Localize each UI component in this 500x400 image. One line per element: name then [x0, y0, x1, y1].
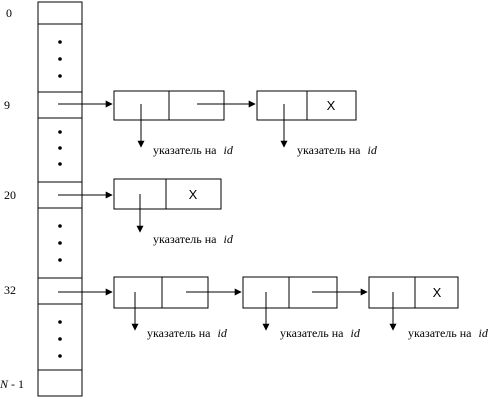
table-cell-first [37, 1, 83, 25]
chain-20: X указатель на id [58, 178, 234, 246]
ellipsis-dots-2 [58, 130, 62, 166]
pointer-label: указатель на id [153, 232, 234, 246]
null-terminator-9: X [327, 98, 336, 113]
list-node [256, 90, 357, 121]
hash-table-column [37, 1, 83, 397]
ellipsis-dots-3 [58, 224, 62, 262]
index-label-last: N - 1 [0, 377, 24, 391]
table-cell-32 [37, 277, 83, 305]
index-label-32: 32 [4, 283, 16, 297]
pointer-label: указатель на id [297, 143, 378, 157]
pointer-label: указатель на id [147, 326, 228, 340]
pointer-label: указатель на id [408, 326, 489, 340]
list-node [113, 90, 225, 121]
pointer-label: указатель на id [153, 143, 234, 157]
index-label-0: 0 [6, 6, 12, 20]
chain-9: X указатель на id указатель на id [58, 90, 378, 157]
ellipsis-dots-1 [58, 40, 62, 78]
table-cell-last [37, 369, 83, 397]
index-label-9: 9 [4, 98, 10, 112]
list-node [368, 276, 459, 309]
chain-32: X указатель на id указатель на id указат… [58, 276, 489, 340]
pointer-label: указатель на id [280, 326, 361, 340]
null-terminator-32: X [433, 285, 442, 300]
index-label-20: 20 [4, 188, 16, 202]
null-terminator-20: X [189, 187, 198, 202]
ellipsis-dots-4 [58, 320, 62, 358]
list-node [113, 178, 222, 210]
table-cell-9 [37, 91, 83, 119]
